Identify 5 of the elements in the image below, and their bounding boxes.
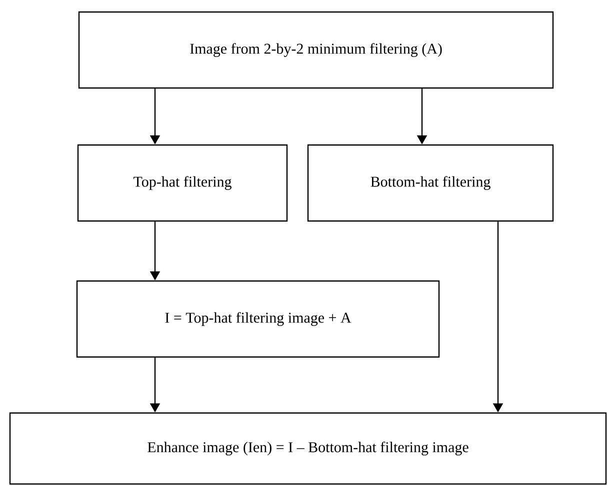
process-box: Image from 2-by-2 minimum filtering (A) <box>78 11 554 89</box>
process-box: Top-hat filtering <box>77 144 288 222</box>
process-box: Enhance image (Ien) = I – Bottom-hat filtering image <box>9 412 607 485</box>
process-box: Bottom-hat filtering <box>307 144 554 222</box>
process-box: I = Top-hat filtering image + A <box>76 280 440 358</box>
